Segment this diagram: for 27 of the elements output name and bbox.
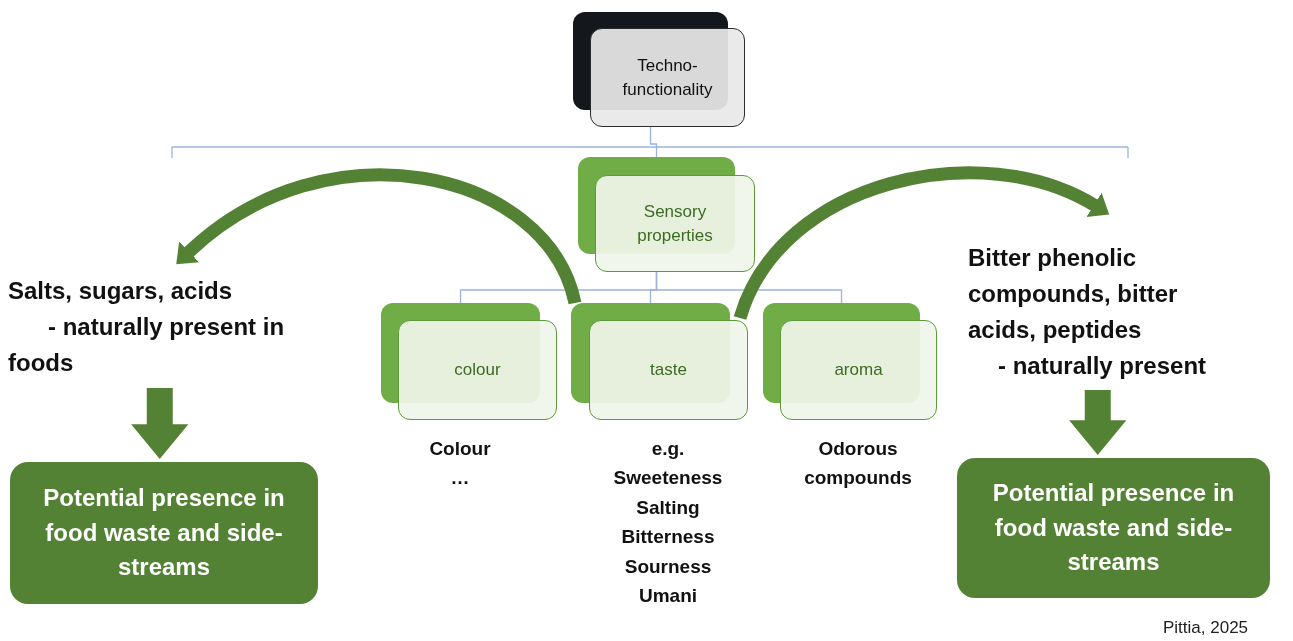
- body-text: Bitter phenolic compounds, bitter acids, peptides: [968, 243, 1179, 345]
- callout-box: Potential presence in food waste and side-streams: [10, 462, 318, 604]
- note-text: Umani: [638, 584, 698, 609]
- note-text: …: [450, 466, 470, 491]
- note-text: Odorous compounds: [803, 437, 913, 491]
- note-text: Sweeteness: [613, 466, 723, 491]
- arrow: [175, 168, 582, 306]
- node-label: colour: [454, 359, 501, 382]
- body-text: Salts, sugars, acids: [8, 276, 234, 306]
- arrow: [1069, 390, 1127, 455]
- note-text: Colour: [429, 437, 491, 461]
- node-label: Sensory properties: [636, 200, 714, 247]
- callout-box: Potential presence in food waste and side-streams: [957, 458, 1270, 598]
- body-text: - naturally present: [997, 351, 1208, 381]
- body-text: - naturally present in foods: [8, 312, 286, 378]
- note-text: Sourness: [624, 554, 712, 579]
- connector-line: [655, 271, 843, 304]
- arrow: [734, 166, 1110, 321]
- node-label: taste: [650, 359, 687, 382]
- credit-text: Pittia, 2025: [1163, 618, 1249, 638]
- node-label: Techno-functionality: [621, 54, 714, 101]
- node-label: aroma: [834, 359, 883, 382]
- note-text: e.g.: [651, 437, 685, 461]
- connector-line: [649, 126, 658, 158]
- arrow: [131, 388, 189, 459]
- note-text: Salting: [636, 495, 700, 520]
- note-text: Bitterness: [621, 525, 715, 550]
